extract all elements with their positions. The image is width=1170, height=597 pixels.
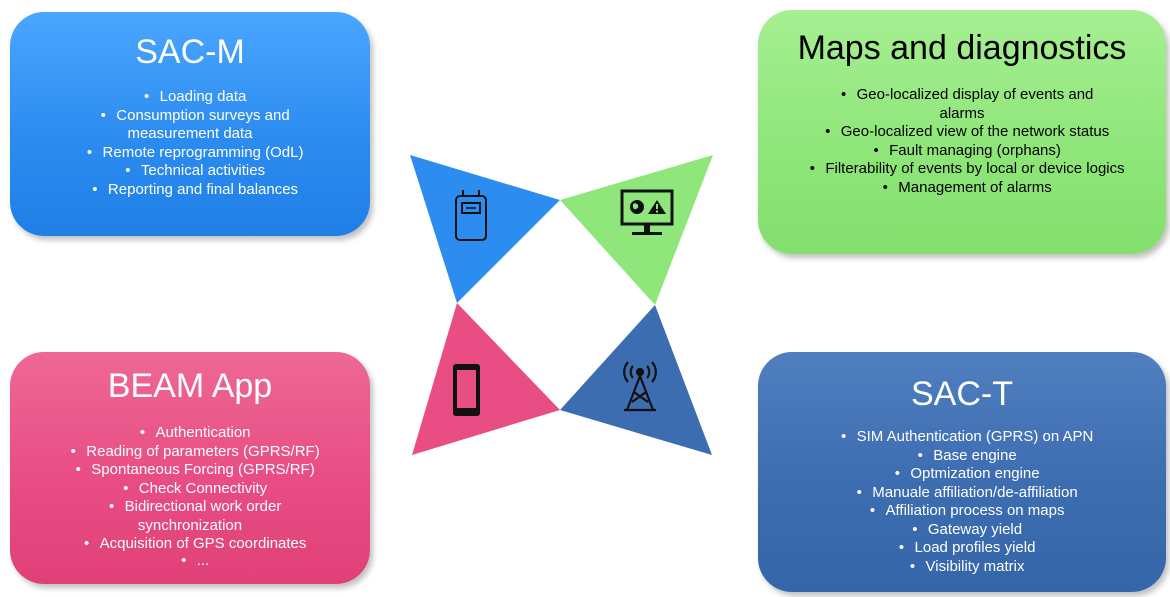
beam-title: BEAM App xyxy=(107,367,273,405)
pink-triangle xyxy=(412,303,560,455)
list-item: •Remote reprogramming (OdL) xyxy=(86,143,304,161)
list-item: •Management of alarms xyxy=(882,178,1052,196)
list-item: •Geo-localized display of events and ala… xyxy=(840,86,1094,122)
sact-list: •SIM Authentication (GPRS) on APN •Base … xyxy=(758,428,1166,576)
sact-title: SAC-T xyxy=(911,375,1013,413)
sacm-title: SAC-M xyxy=(135,33,245,71)
green-triangle xyxy=(560,155,713,305)
maps-title: Maps and diagnostics xyxy=(797,29,1127,67)
list-item: •Reporting and final balances xyxy=(92,180,299,198)
list-item: •Optmization engine xyxy=(894,465,1040,482)
sacm-list: •Loading data •Consumption surveys and m… xyxy=(10,88,370,199)
maps-list: •Geo-localized display of events and ala… xyxy=(758,86,1166,197)
sact-box: SAC-T •SIM Authentication (GPRS) on APN … xyxy=(758,352,1166,592)
list-item: •Visibility matrix xyxy=(909,557,1025,575)
list-item: •Filterability of events by local or dev… xyxy=(809,160,1125,177)
navy-triangle xyxy=(560,305,712,455)
monitor-alert-icon xyxy=(620,189,674,235)
smartphone-icon xyxy=(453,364,480,416)
list-item: •Check Connectivity xyxy=(123,479,268,497)
antenna-tower-icon xyxy=(623,361,657,412)
list-item: •Bidirectional work order synchronizatio… xyxy=(108,498,282,534)
list-item: •Fault managing (orphans) xyxy=(873,141,1061,159)
beam-box: BEAM App •Authentication •Reading of par… xyxy=(10,352,370,584)
list-item: •Load profiles yield xyxy=(898,539,1036,556)
list-item: •Reading of parameters (GPRS/RF) xyxy=(70,442,320,460)
list-item: •Consumption surveys and measurement dat… xyxy=(100,106,290,143)
list-item: •... xyxy=(181,551,210,569)
list-item: •Authentication xyxy=(139,424,251,441)
sacm-box: SAC-M •Loading data •Consumption surveys… xyxy=(10,12,370,236)
list-item: •Technical activities xyxy=(125,162,266,179)
list-item: •Spontaneous Forcing (GPRS/RF) xyxy=(75,461,315,478)
list-item: •SIM Authentication (GPRS) on APN xyxy=(840,428,1094,445)
list-item: •Manuale affiliation/de-affiliation xyxy=(856,483,1078,501)
list-item: •Acquisition of GPS coordinates xyxy=(83,535,307,552)
maps-box: Maps and diagnostics •Geo-localized disp… xyxy=(758,10,1166,254)
list-item: •Loading data xyxy=(143,88,247,105)
list-item: •Geo-localized view of the network statu… xyxy=(825,123,1110,140)
gas-meter-icon xyxy=(455,190,487,241)
list-item: •Affiliation process on maps xyxy=(869,502,1065,519)
list-item: •Gateway yield xyxy=(912,520,1023,538)
beam-list: •Authentication •Reading of parameters (… xyxy=(10,424,370,568)
list-item: •Base engine xyxy=(917,446,1017,464)
